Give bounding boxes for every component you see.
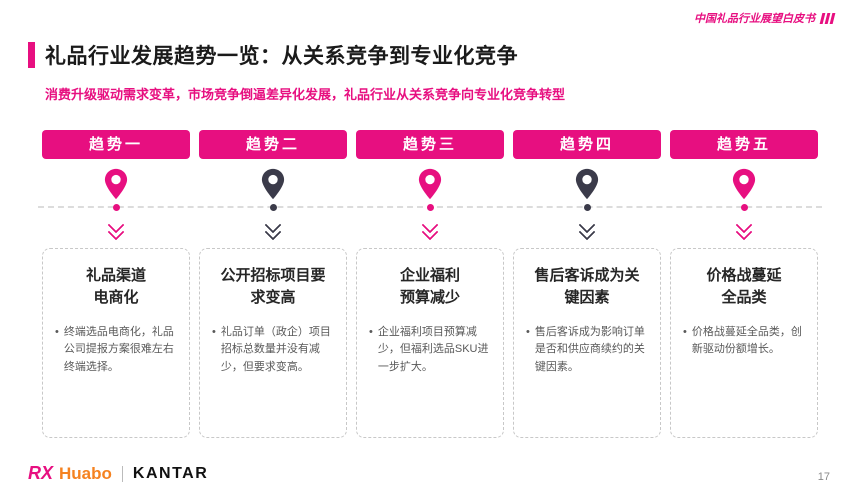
timeline-dot xyxy=(426,204,434,211)
bullet-text: 终端选品电商化，礼品公司提报方案很难左右终端选择。 xyxy=(63,325,174,373)
title-accent-bar xyxy=(28,42,35,68)
location-pin-icon xyxy=(575,168,599,200)
trend-card: 售后客诉成为关 键因素 • 售后客诉成为影响订单是否和供应商续约的关键因素。 xyxy=(513,248,661,438)
trend-title-line: 预算减少 xyxy=(399,288,460,306)
huabo-logo: Huabo xyxy=(59,463,112,483)
location-pin-icon xyxy=(104,168,128,200)
location-pin-icon xyxy=(261,168,285,200)
trend-card: 公开招标项目要 求变高 • 礼品订单（政企）项目招标总数量并没有减少，但要求变高… xyxy=(199,248,347,438)
trend-title: 价格战蔓延 全品类 xyxy=(683,265,805,309)
timeline-dot xyxy=(740,204,748,211)
logo-separator xyxy=(121,465,123,482)
timeline-dot xyxy=(269,204,277,211)
trend-title-line: 公开招标项目要 xyxy=(220,267,326,284)
whitepaper-logo-icon xyxy=(819,12,836,24)
bullet-marker: • xyxy=(683,325,687,338)
trend-title-line: 求变高 xyxy=(250,288,296,306)
trend-card: 企业福利 预算减少 • 企业福利项目预算减少，但福利选品SKU进一步扩大。 xyxy=(356,248,504,438)
chevron-down-icon xyxy=(107,216,125,241)
trend-title-line: 价格战蔓延 xyxy=(706,267,782,284)
bullet-marker: • xyxy=(55,325,59,338)
rx-logo: RX xyxy=(28,463,54,483)
bullet-text: 礼品订单（政企）项目招标总数量并没有减少，但要求变高。 xyxy=(220,325,331,373)
footer-logos: RX Huabo KANTAR xyxy=(28,463,208,484)
trend-badge: 趋势四 xyxy=(513,130,661,159)
trend-column-2: 趋势二 公开招标项目要 求变高 • 礼品订单（政企）项目招标总数量并 xyxy=(199,130,347,438)
trend-column-4: 趋势四 售后客诉成为关 键因素 • 售后客诉成为影响订单是否和供应商 xyxy=(513,130,661,438)
bullet-text: 售后客诉成为影响订单是否和供应商续约的关键因素。 xyxy=(534,325,645,373)
trend-card: 价格战蔓延 全品类 • 价格战蔓延全品类，创新驱动份额增长。 xyxy=(670,248,818,438)
trend-bullet: • 企业福利项目预算减少，但福利选品SKU进一步扩大。 xyxy=(369,324,491,377)
bullet-text: 企业福利项目预算减少，但福利选品SKU进一步扩大。 xyxy=(377,325,489,373)
timeline-dot xyxy=(112,204,120,211)
trend-badge: 趋势二 xyxy=(199,130,347,159)
title-row: 礼品行业发展趋势一览：从关系竞争到专业化竞争 xyxy=(28,40,518,70)
icon-bar xyxy=(829,12,836,24)
pin-zone xyxy=(574,159,600,248)
trend-title-line: 全品类 xyxy=(721,288,767,306)
trend-title: 礼品渠道 电商化 xyxy=(55,265,177,309)
location-pin-icon xyxy=(418,168,442,200)
trend-card: 礼品渠道 电商化 • 终端选品电商化，礼品公司提报方案很难左右终端选择。 xyxy=(42,248,190,438)
trend-title-line: 礼品渠道 xyxy=(85,267,146,284)
trend-badge: 趋势一 xyxy=(42,130,190,159)
page-number: 17 xyxy=(817,471,830,483)
trend-column-3: 趋势三 企业福利 预算减少 • 企业福利项目预算减少，但福利选品SK xyxy=(356,130,504,438)
trend-column-5: 趋势五 价格战蔓延 全品类 • 价格战蔓延全品类，创新驱动份额增长。 xyxy=(670,130,818,438)
subtitle: 消费升级驱动需求变革，市场竞争倒逼差异化发展，礼品行业从关系竞争向专业化竞争转型 xyxy=(45,87,566,102)
whitepaper-watermark: 中国礼品行业展望白皮书 xyxy=(694,10,836,26)
trend-bullet: • 礼品订单（政企）项目招标总数量并没有减少，但要求变高。 xyxy=(212,324,334,377)
pin-zone xyxy=(103,159,129,248)
trend-title: 售后客诉成为关 键因素 xyxy=(526,265,648,309)
kantar-logo: KANTAR xyxy=(132,464,209,482)
trend-columns: 趋势一 礼品渠道 电商化 • 终端选品电商化，礼品公司提报方案很难左 xyxy=(42,130,818,438)
trend-bullet: • 售后客诉成为影响订单是否和供应商续约的关键因素。 xyxy=(526,324,648,377)
trend-title-line: 键因素 xyxy=(564,288,610,306)
trend-bullet: • 终端选品电商化，礼品公司提报方案很难左右终端选择。 xyxy=(55,324,177,377)
trend-badge: 趋势五 xyxy=(670,130,818,159)
trend-title-line: 企业福利 xyxy=(399,267,460,284)
chevron-down-icon xyxy=(735,216,753,241)
trend-title: 公开招标项目要 求变高 xyxy=(212,265,334,309)
pin-zone xyxy=(417,159,443,248)
pin-hole xyxy=(111,174,121,185)
bullet-marker: • xyxy=(212,325,216,338)
trend-title-line: 售后客诉成为关 xyxy=(534,267,640,284)
pin-zone xyxy=(260,159,286,248)
trend-column-1: 趋势一 礼品渠道 电商化 • 终端选品电商化，礼品公司提报方案很难左 xyxy=(42,130,190,438)
page-title: 礼品行业发展趋势一览：从关系竞争到专业化竞争 xyxy=(45,45,518,68)
pin-hole xyxy=(582,174,592,185)
timeline-dot xyxy=(583,204,591,211)
bullet-text: 价格战蔓延全品类，创新驱动份额增长。 xyxy=(691,325,802,356)
trend-title-line: 电商化 xyxy=(93,288,139,306)
trend-bullet: • 价格战蔓延全品类，创新驱动份额增长。 xyxy=(683,324,805,359)
chevron-down-icon xyxy=(578,216,596,241)
bullet-marker: • xyxy=(369,325,373,338)
pin-zone xyxy=(731,159,757,248)
location-pin-icon xyxy=(732,168,756,200)
watermark-text: 中国礼品行业展望白皮书 xyxy=(694,13,815,25)
chevron-down-icon xyxy=(421,216,439,241)
pin-hole xyxy=(268,174,278,185)
trend-badge: 趋势三 xyxy=(356,130,504,159)
pin-hole xyxy=(425,174,435,185)
chevron-down-icon xyxy=(264,216,282,241)
pin-hole xyxy=(739,174,749,185)
trend-title: 企业福利 预算减少 xyxy=(369,265,491,309)
bullet-marker: • xyxy=(526,325,530,338)
